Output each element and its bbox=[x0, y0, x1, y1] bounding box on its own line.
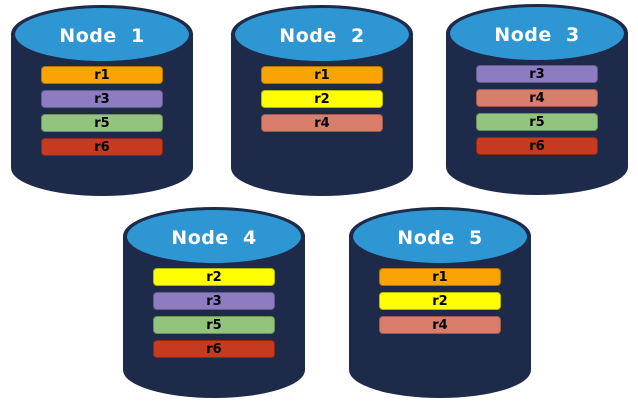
db-node-1: Node 1 r1 r3 r5 r6 bbox=[11, 5, 193, 196]
replica-bar-r1: r1 bbox=[41, 66, 163, 84]
replica-bar-r5: r5 bbox=[153, 316, 275, 334]
cylinder-top-face: Node 2 bbox=[235, 8, 409, 61]
db-node-5: Node 5 r1 r2 r4 bbox=[349, 207, 531, 398]
replica-bar-r3: r3 bbox=[153, 292, 275, 310]
replica-bar-r5: r5 bbox=[476, 113, 598, 131]
replica-bar-r4: r4 bbox=[261, 114, 383, 132]
replica-bar-r6: r6 bbox=[476, 137, 598, 155]
replica-bar-r4: r4 bbox=[379, 316, 501, 334]
replica-list: r3 r4 r5 r6 bbox=[476, 65, 598, 155]
replica-bar-r1: r1 bbox=[261, 66, 383, 84]
node-title: Node 3 bbox=[494, 23, 580, 46]
db-node-4: Node 4 r2 r3 r5 r6 bbox=[123, 207, 305, 398]
replica-list: r1 r2 r4 bbox=[261, 66, 383, 132]
replica-list: r2 r3 r5 r6 bbox=[153, 268, 275, 358]
replica-bar-r6: r6 bbox=[153, 340, 275, 358]
db-node-3: Node 3 r3 r4 r5 r6 bbox=[446, 4, 628, 195]
node-title: Node 1 bbox=[59, 24, 145, 47]
cylinder-top-face: Node 1 bbox=[15, 8, 189, 61]
node-title: Node 4 bbox=[171, 226, 257, 249]
db-node-2: Node 2 r1 r2 r4 bbox=[231, 5, 413, 196]
replica-bar-r6: r6 bbox=[41, 138, 163, 156]
replica-bar-r3: r3 bbox=[476, 65, 598, 83]
replica-bar-r5: r5 bbox=[41, 114, 163, 132]
cylinder-top-face: Node 5 bbox=[353, 210, 527, 263]
replica-bar-r3: r3 bbox=[41, 90, 163, 108]
cylinder-top-face: Node 3 bbox=[450, 7, 624, 60]
replica-list: r1 r3 r5 r6 bbox=[41, 66, 163, 156]
replica-bar-r2: r2 bbox=[379, 292, 501, 310]
node-title: Node 2 bbox=[279, 24, 365, 47]
node-title: Node 5 bbox=[397, 226, 483, 249]
replica-bar-r2: r2 bbox=[261, 90, 383, 108]
replica-bar-r1: r1 bbox=[379, 268, 501, 286]
replica-bar-r4: r4 bbox=[476, 89, 598, 107]
replica-bar-r2: r2 bbox=[153, 268, 275, 286]
replica-list: r1 r2 r4 bbox=[379, 268, 501, 334]
cylinder-top-face: Node 4 bbox=[127, 210, 301, 263]
